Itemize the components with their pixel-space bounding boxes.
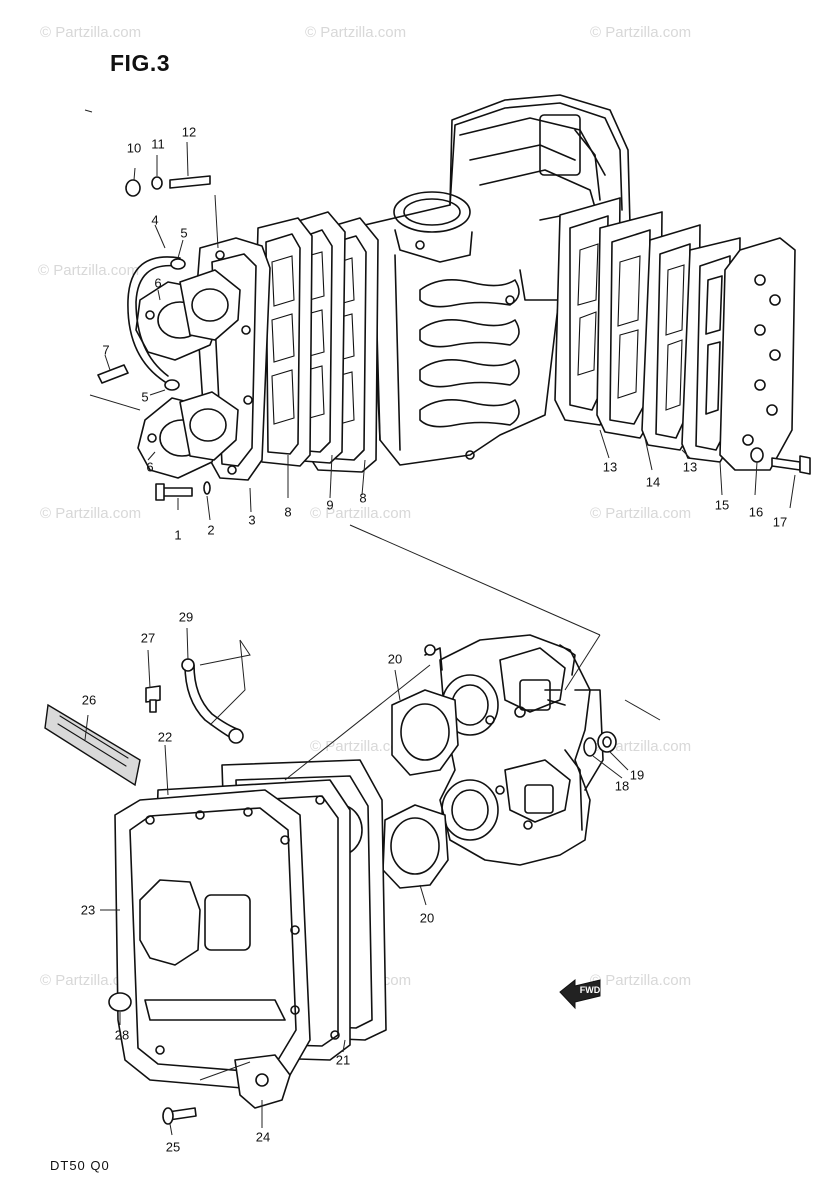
callout[interactable]: 20 <box>419 910 435 926</box>
callout[interactable]: 18 <box>614 778 630 794</box>
watermark: © Partzilla.com <box>40 505 142 522</box>
hose-clip-5-upper <box>170 258 186 270</box>
fwd-arrow-icon <box>559 978 601 1010</box>
callout[interactable]: 8 <box>359 490 367 506</box>
bolt-1 <box>161 487 193 497</box>
callout[interactable]: 4 <box>151 212 159 228</box>
watermark: © Partzilla.com <box>305 24 407 41</box>
callout[interactable]: 26 <box>81 692 97 708</box>
callout[interactable]: 29 <box>178 609 194 625</box>
callout[interactable]: 9 <box>326 497 334 513</box>
callout[interactable]: 14 <box>645 474 661 490</box>
bolt-27 <box>145 685 161 703</box>
carb-gasket-20-upper <box>391 689 459 776</box>
callout[interactable]: 22 <box>157 729 173 745</box>
callout[interactable]: 13 <box>602 459 618 475</box>
watermark: © Partzilla.com <box>40 24 142 41</box>
intake-flange-upper <box>179 269 241 341</box>
watermark: © Partzilla.com <box>590 24 692 41</box>
stud-12 <box>169 175 211 189</box>
washer-18 <box>583 737 597 757</box>
callout[interactable]: 28 <box>114 1027 130 1043</box>
bracket-24 <box>234 1054 291 1109</box>
pin-7 <box>97 364 129 384</box>
cylinder-block <box>351 94 631 466</box>
washer-16 <box>750 447 764 463</box>
plug-28 <box>108 992 132 1012</box>
hose-4 <box>127 256 181 386</box>
callout[interactable]: 7 <box>102 342 110 358</box>
callout[interactable]: 16 <box>748 504 764 520</box>
callout[interactable]: 1 <box>174 527 182 543</box>
carb-gasket-20-lower <box>382 804 449 889</box>
callout[interactable]: 6 <box>154 275 162 291</box>
watermark: © Partzilla.com <box>590 505 692 522</box>
callout[interactable]: 21 <box>335 1052 351 1068</box>
silencer-cover-23 <box>114 789 311 1091</box>
intake-flange-lower <box>179 391 239 461</box>
nut-19 <box>597 731 617 753</box>
callout[interactable]: 25 <box>165 1139 181 1155</box>
bolt-17 <box>771 455 811 475</box>
watermark: © Partzilla.com <box>590 972 692 989</box>
watermark: © Partzilla.com <box>38 262 140 279</box>
callout[interactable]: 15 <box>714 497 730 513</box>
nut-11 <box>151 176 163 190</box>
callout[interactable]: 27 <box>140 630 156 646</box>
bolt-1-head <box>155 483 165 501</box>
callout[interactable]: 10 <box>126 140 142 156</box>
model-code: DT50 Q0 <box>50 1158 110 1173</box>
fwd-label: FWD <box>579 985 601 995</box>
callout[interactable]: 13 <box>682 459 698 475</box>
watermark: © Partzilla.com <box>310 738 412 755</box>
callout[interactable]: 24 <box>255 1129 271 1145</box>
callout[interactable]: 11 <box>151 136 165 152</box>
outer-cover-plate <box>719 237 796 471</box>
callout[interactable]: 23 <box>80 902 96 918</box>
washer-10 <box>125 179 141 197</box>
watermark: © Partzilla.com <box>40 972 142 989</box>
hose-clip-5-lower <box>164 379 180 391</box>
breather-hose-29 <box>184 664 236 741</box>
watermark: © Partzilla.com <box>310 505 412 522</box>
callout[interactable]: 19 <box>629 767 645 783</box>
callout[interactable]: 2 <box>207 522 215 538</box>
callout[interactable]: 3 <box>248 512 256 528</box>
callout[interactable]: 12 <box>181 124 197 140</box>
figure-title: FIG.3 <box>110 50 171 76</box>
callout[interactable]: 8 <box>284 504 292 520</box>
callout[interactable]: 5 <box>141 389 149 405</box>
callout[interactable]: 20 <box>387 651 403 667</box>
callout[interactable]: 17 <box>772 514 788 530</box>
caution-label-26 <box>44 703 141 787</box>
callout[interactable]: 5 <box>180 225 188 241</box>
callout[interactable]: 6 <box>146 459 154 475</box>
washer-2 <box>203 481 211 495</box>
